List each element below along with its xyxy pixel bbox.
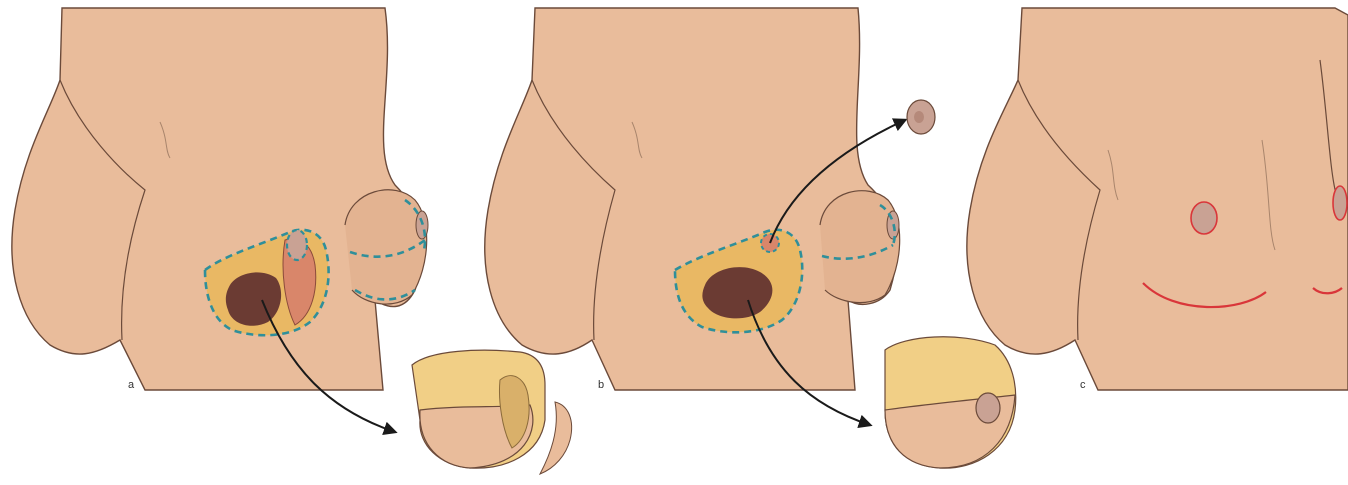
nipple-graft — [907, 100, 935, 134]
specimen-b — [885, 337, 1016, 468]
panel-label-c: c — [1080, 379, 1086, 391]
panel-b: b — [485, 8, 1016, 468]
panel-label-b: b — [598, 379, 604, 391]
panel-c: c — [967, 8, 1348, 391]
torso-c — [967, 8, 1348, 390]
specimen-a — [412, 350, 572, 474]
panel-label-a: a — [128, 379, 135, 391]
grafted-nipple — [1191, 202, 1217, 234]
